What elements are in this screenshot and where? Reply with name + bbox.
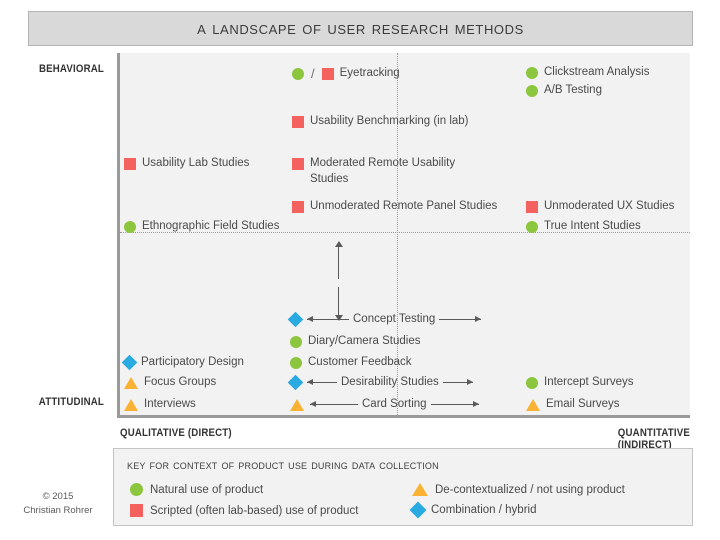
data-point-usability-lab-studies[interactable]: Usability Lab Studies xyxy=(124,156,249,172)
data-point-label: Unmoderated Remote Panel Studies xyxy=(310,200,498,212)
data-point-label: Email Surveys xyxy=(546,398,620,410)
arrow-head-up-icon xyxy=(334,241,343,247)
data-point-desirability-studies[interactable]: Desirability Studies xyxy=(287,374,473,391)
data-point-label: Focus Groups xyxy=(144,376,217,388)
data-point-participatory-design[interactable]: Participatory Design xyxy=(121,354,244,371)
data-point-customer-feedback[interactable]: Customer Feedback xyxy=(290,355,412,371)
card-sorting-range-arrow: Card Sorting xyxy=(310,397,479,413)
data-point-ab-testing[interactable]: A/B Testing xyxy=(526,83,602,99)
data-point-label: Unmoderated UX Studies xyxy=(544,200,675,212)
red-square-icon xyxy=(130,504,143,517)
arrow-head-right-icon xyxy=(430,401,479,408)
blue-diamond-icon xyxy=(121,354,138,371)
data-point-email-surveys[interactable]: Email Surveys xyxy=(526,397,620,413)
desirability-studies-range-arrow: Desirability Studies xyxy=(307,375,473,391)
data-point-label: Diary/Camera Studies xyxy=(308,335,421,347)
data-point-unmoderated-remote-panel-studies[interactable]: Unmoderated Remote Panel Studies xyxy=(292,199,497,215)
orange-triangle-icon xyxy=(124,376,138,389)
green-circle-icon xyxy=(526,84,538,97)
legend-key-box: Key for Context of Product Use During Da… xyxy=(113,448,693,526)
legend-item-decontextualized: De-contextualized / not using product xyxy=(412,483,625,496)
data-point-eyetracking[interactable]: / Eyetracking xyxy=(292,65,400,83)
data-point-label: Ethnographic Field Studies xyxy=(142,220,280,232)
axis-label-qualitative: QUALITATIVE (DIRECT) xyxy=(120,427,232,439)
red-square-icon xyxy=(292,158,304,170)
legend-item-combination: Combination / hybrid xyxy=(409,501,537,519)
red-square-icon xyxy=(124,157,136,170)
legend-item-label: De-contextualized / not using product xyxy=(435,483,625,496)
legend-item-label: Scripted (often lab-based) use of produc… xyxy=(150,504,359,517)
data-point-label: Desirability Studies xyxy=(341,376,439,388)
copyright-author: Christian Rohrer xyxy=(23,504,93,516)
arrow-head-left-icon xyxy=(307,379,337,386)
plot-area: / Eyetracking Clickstream Analysis A/B T… xyxy=(117,53,690,418)
title-bar: A Landscape of User Research Methods xyxy=(28,11,693,46)
red-square-icon xyxy=(321,67,334,80)
arrow-head-right-icon xyxy=(439,316,482,323)
data-point-label: Usability Lab Studies xyxy=(142,157,250,169)
data-point-usability-benchmarking[interactable]: Usability Benchmarking (in lab) xyxy=(292,114,469,130)
legend-item-scripted-use: Scripted (often lab-based) use of produc… xyxy=(130,504,358,517)
axis-label-behavioral: BEHAVIORAL xyxy=(38,63,105,75)
blue-diamond-icon xyxy=(287,311,304,328)
orange-triangle-icon xyxy=(412,483,428,496)
data-point-diary-camera-studies[interactable]: Diary/Camera Studies xyxy=(290,334,420,350)
data-point-concept-testing[interactable]: Concept Testing xyxy=(287,311,482,328)
vertical-range-arrow xyxy=(333,241,343,321)
green-circle-icon xyxy=(526,220,538,233)
data-point-label: Moderated Remote Usability Studies xyxy=(310,157,456,185)
red-square-icon xyxy=(526,200,538,213)
data-point-label: Customer Feedback xyxy=(308,356,412,368)
data-point-label: Intercept Surveys xyxy=(544,376,634,388)
page-title: A Landscape of User Research Methods xyxy=(197,17,524,39)
legend-item-label: Natural use of product xyxy=(150,483,264,496)
data-point-ethnographic-field-studies[interactable]: Ethnographic Field Studies xyxy=(124,219,279,235)
arrow-head-left-icon xyxy=(307,316,349,323)
green-circle-icon xyxy=(124,220,136,233)
data-point-label: Clickstream Analysis xyxy=(544,66,650,78)
slash-separator: / xyxy=(311,66,315,81)
blue-diamond-icon xyxy=(287,374,304,391)
green-circle-icon xyxy=(290,356,302,369)
data-point-label: A/B Testing xyxy=(544,84,602,96)
data-point-true-intent-studies[interactable]: True Intent Studies xyxy=(526,219,641,235)
legend-item-natural-use: Natural use of product xyxy=(130,483,263,496)
orange-triangle-icon xyxy=(290,398,304,411)
arrow-head-right-icon xyxy=(442,379,473,386)
data-point-label: True Intent Studies xyxy=(544,220,641,232)
data-point-clickstream-analysis[interactable]: Clickstream Analysis xyxy=(526,65,649,81)
data-point-interviews[interactable]: Interviews xyxy=(124,397,196,413)
green-circle-icon xyxy=(526,376,538,389)
blue-diamond-icon xyxy=(409,501,427,519)
orange-triangle-icon xyxy=(526,398,540,411)
data-point-focus-groups[interactable]: Focus Groups xyxy=(124,375,216,391)
green-circle-icon xyxy=(290,335,302,348)
data-point-label: Participatory Design xyxy=(141,356,244,368)
green-circle-icon xyxy=(292,67,304,80)
data-point-label: Card Sorting xyxy=(362,398,427,410)
data-point-label: Eyetracking xyxy=(339,67,400,80)
red-square-icon xyxy=(292,200,304,213)
data-point-label: Usability Benchmarking (in lab) xyxy=(310,115,469,127)
gridline-vertical xyxy=(397,53,398,415)
legend-item-label: Combination / hybrid xyxy=(431,504,537,516)
axis-label-attitudinal: ATTITUDINAL xyxy=(38,396,104,408)
data-point-intercept-surveys[interactable]: Intercept Surveys xyxy=(526,375,633,391)
data-point-unmoderated-ux-studies[interactable]: Unmoderated UX Studies xyxy=(526,199,674,215)
legend-title: Key for Context of Product Use During Da… xyxy=(127,457,439,472)
data-point-card-sorting[interactable]: Card Sorting xyxy=(290,397,479,413)
copyright-credit: © 2015 Christian Rohrer xyxy=(10,490,106,518)
green-circle-icon xyxy=(526,66,538,79)
arrow-head-down-icon xyxy=(334,315,343,321)
data-point-moderated-remote-usability-studies[interactable]: Moderated Remote Usability Studies xyxy=(292,156,467,187)
data-point-label: Interviews xyxy=(144,398,196,410)
copyright-year: © 2015 xyxy=(42,491,74,502)
concept-testing-range-arrow: Concept Testing xyxy=(307,312,482,328)
red-square-icon xyxy=(292,115,304,128)
orange-triangle-icon xyxy=(124,398,138,411)
green-circle-icon xyxy=(130,483,143,496)
gridline-horizontal xyxy=(120,232,690,233)
data-point-label: Concept Testing xyxy=(353,313,436,325)
arrow-head-left-icon xyxy=(310,401,358,408)
